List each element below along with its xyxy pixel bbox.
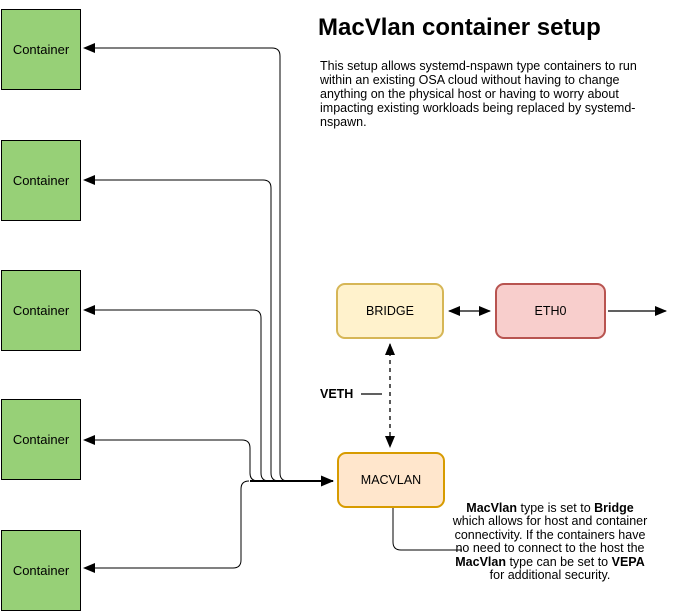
macvlan-node: MACVLAN <box>337 452 445 508</box>
arrow-macvlan-to-container-5 <box>83 480 250 573</box>
container-node-label: Container <box>12 432 70 447</box>
container-node-3: Container <box>1 270 81 351</box>
container-node-5: Container <box>1 530 81 611</box>
arrow-macvlan-to-container-1 <box>83 43 289 482</box>
container-node-label: Container <box>12 173 70 188</box>
bridge-node: BRIDGE <box>336 283 444 339</box>
container-node-4: Container <box>1 399 81 480</box>
macvlan-note-connector <box>392 508 462 551</box>
container-node-1: Container <box>1 9 81 90</box>
macvlan-node-label: MACVLAN <box>360 473 422 487</box>
container-node-2: Container <box>1 140 81 221</box>
eth0-node-label: ETH0 <box>534 304 567 318</box>
arrow-macvlan-to-container-3 <box>83 305 270 482</box>
arrow-macvlan-to-container-4 <box>83 435 259 482</box>
page-title: MacVlan container setup <box>318 14 601 41</box>
eth0-node: ETH0 <box>495 283 606 339</box>
setup-description: This setup allows systemd-nspawn type co… <box>320 59 637 129</box>
container-node-label: Container <box>12 303 70 318</box>
bridge-node-label: BRIDGE <box>366 304 414 318</box>
arrow-macvlan-to-container-2 <box>83 175 280 482</box>
veth-label: VETH <box>320 387 354 401</box>
macvlan-note: MacVlan type is set to Bridge which allo… <box>452 501 648 583</box>
container-node-label: Container <box>12 42 70 57</box>
container-node-label: Container <box>12 563 70 578</box>
